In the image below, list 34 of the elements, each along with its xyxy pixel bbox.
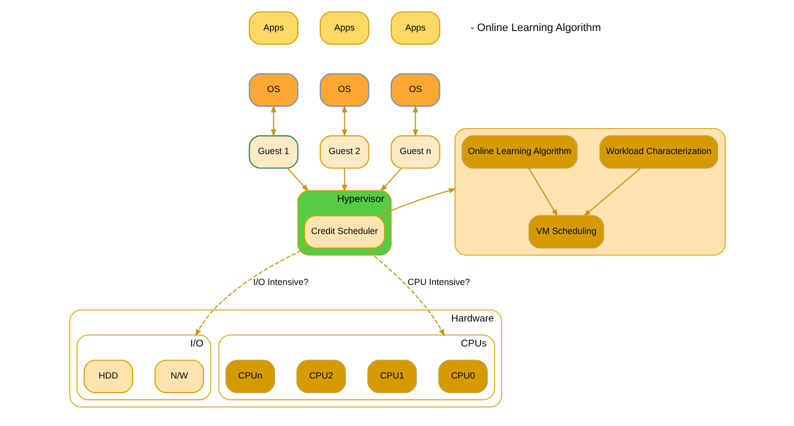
- node-box: Guest 2: [319, 135, 369, 169]
- arrow: [364, 248, 445, 337]
- arrow: [341, 104, 347, 138]
- arrow: [341, 168, 347, 192]
- arrow: [378, 188, 456, 216]
- node-box: VM Scheduling: [528, 215, 604, 249]
- node-box: CPU2: [296, 360, 346, 394]
- node-box: Workload Characterization: [598, 135, 718, 169]
- node-box: Credit Scheduler: [304, 215, 385, 249]
- node-box: CPU0: [438, 360, 488, 394]
- node-box: OS: [390, 73, 440, 107]
- arrow: [270, 104, 276, 138]
- node-box: Guest 1: [248, 135, 298, 169]
- node-box: Online Learning Algorithm: [461, 135, 578, 169]
- cluster: [454, 128, 726, 256]
- edge-label: CPU Intensive?: [407, 276, 470, 287]
- arrow: [528, 168, 558, 218]
- node-box: OS: [319, 73, 369, 107]
- node-box: Guest n: [390, 135, 440, 169]
- arrow: [412, 104, 418, 138]
- edge-label: I/O Intensive?: [252, 276, 308, 287]
- node-box: OS: [248, 73, 298, 107]
- node-box: HDD: [83, 360, 133, 394]
- node-box: Apps: [248, 11, 298, 45]
- arrow: [582, 168, 640, 217]
- arrow: [380, 168, 402, 192]
- node-box: N/W: [154, 360, 204, 394]
- arrow: [194, 248, 307, 337]
- node-box: CPU1: [366, 360, 416, 394]
- node-box: Apps: [390, 11, 440, 45]
- label: - Online Learning Algorithm: [470, 22, 601, 34]
- node-box: CPUn: [224, 360, 275, 394]
- arrow: [286, 168, 309, 192]
- node-box: Apps: [319, 11, 369, 45]
